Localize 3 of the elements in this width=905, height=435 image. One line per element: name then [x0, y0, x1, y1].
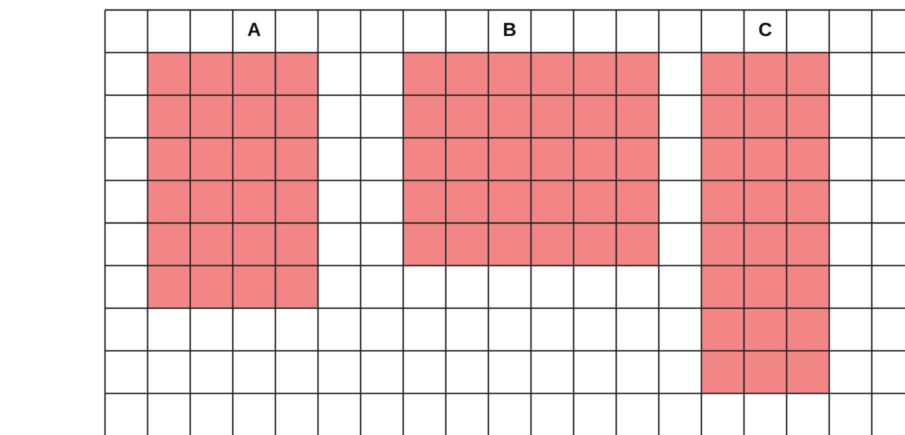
column-label: C [757, 19, 774, 44]
column-label: A [246, 19, 262, 44]
column-label: B [502, 19, 518, 44]
